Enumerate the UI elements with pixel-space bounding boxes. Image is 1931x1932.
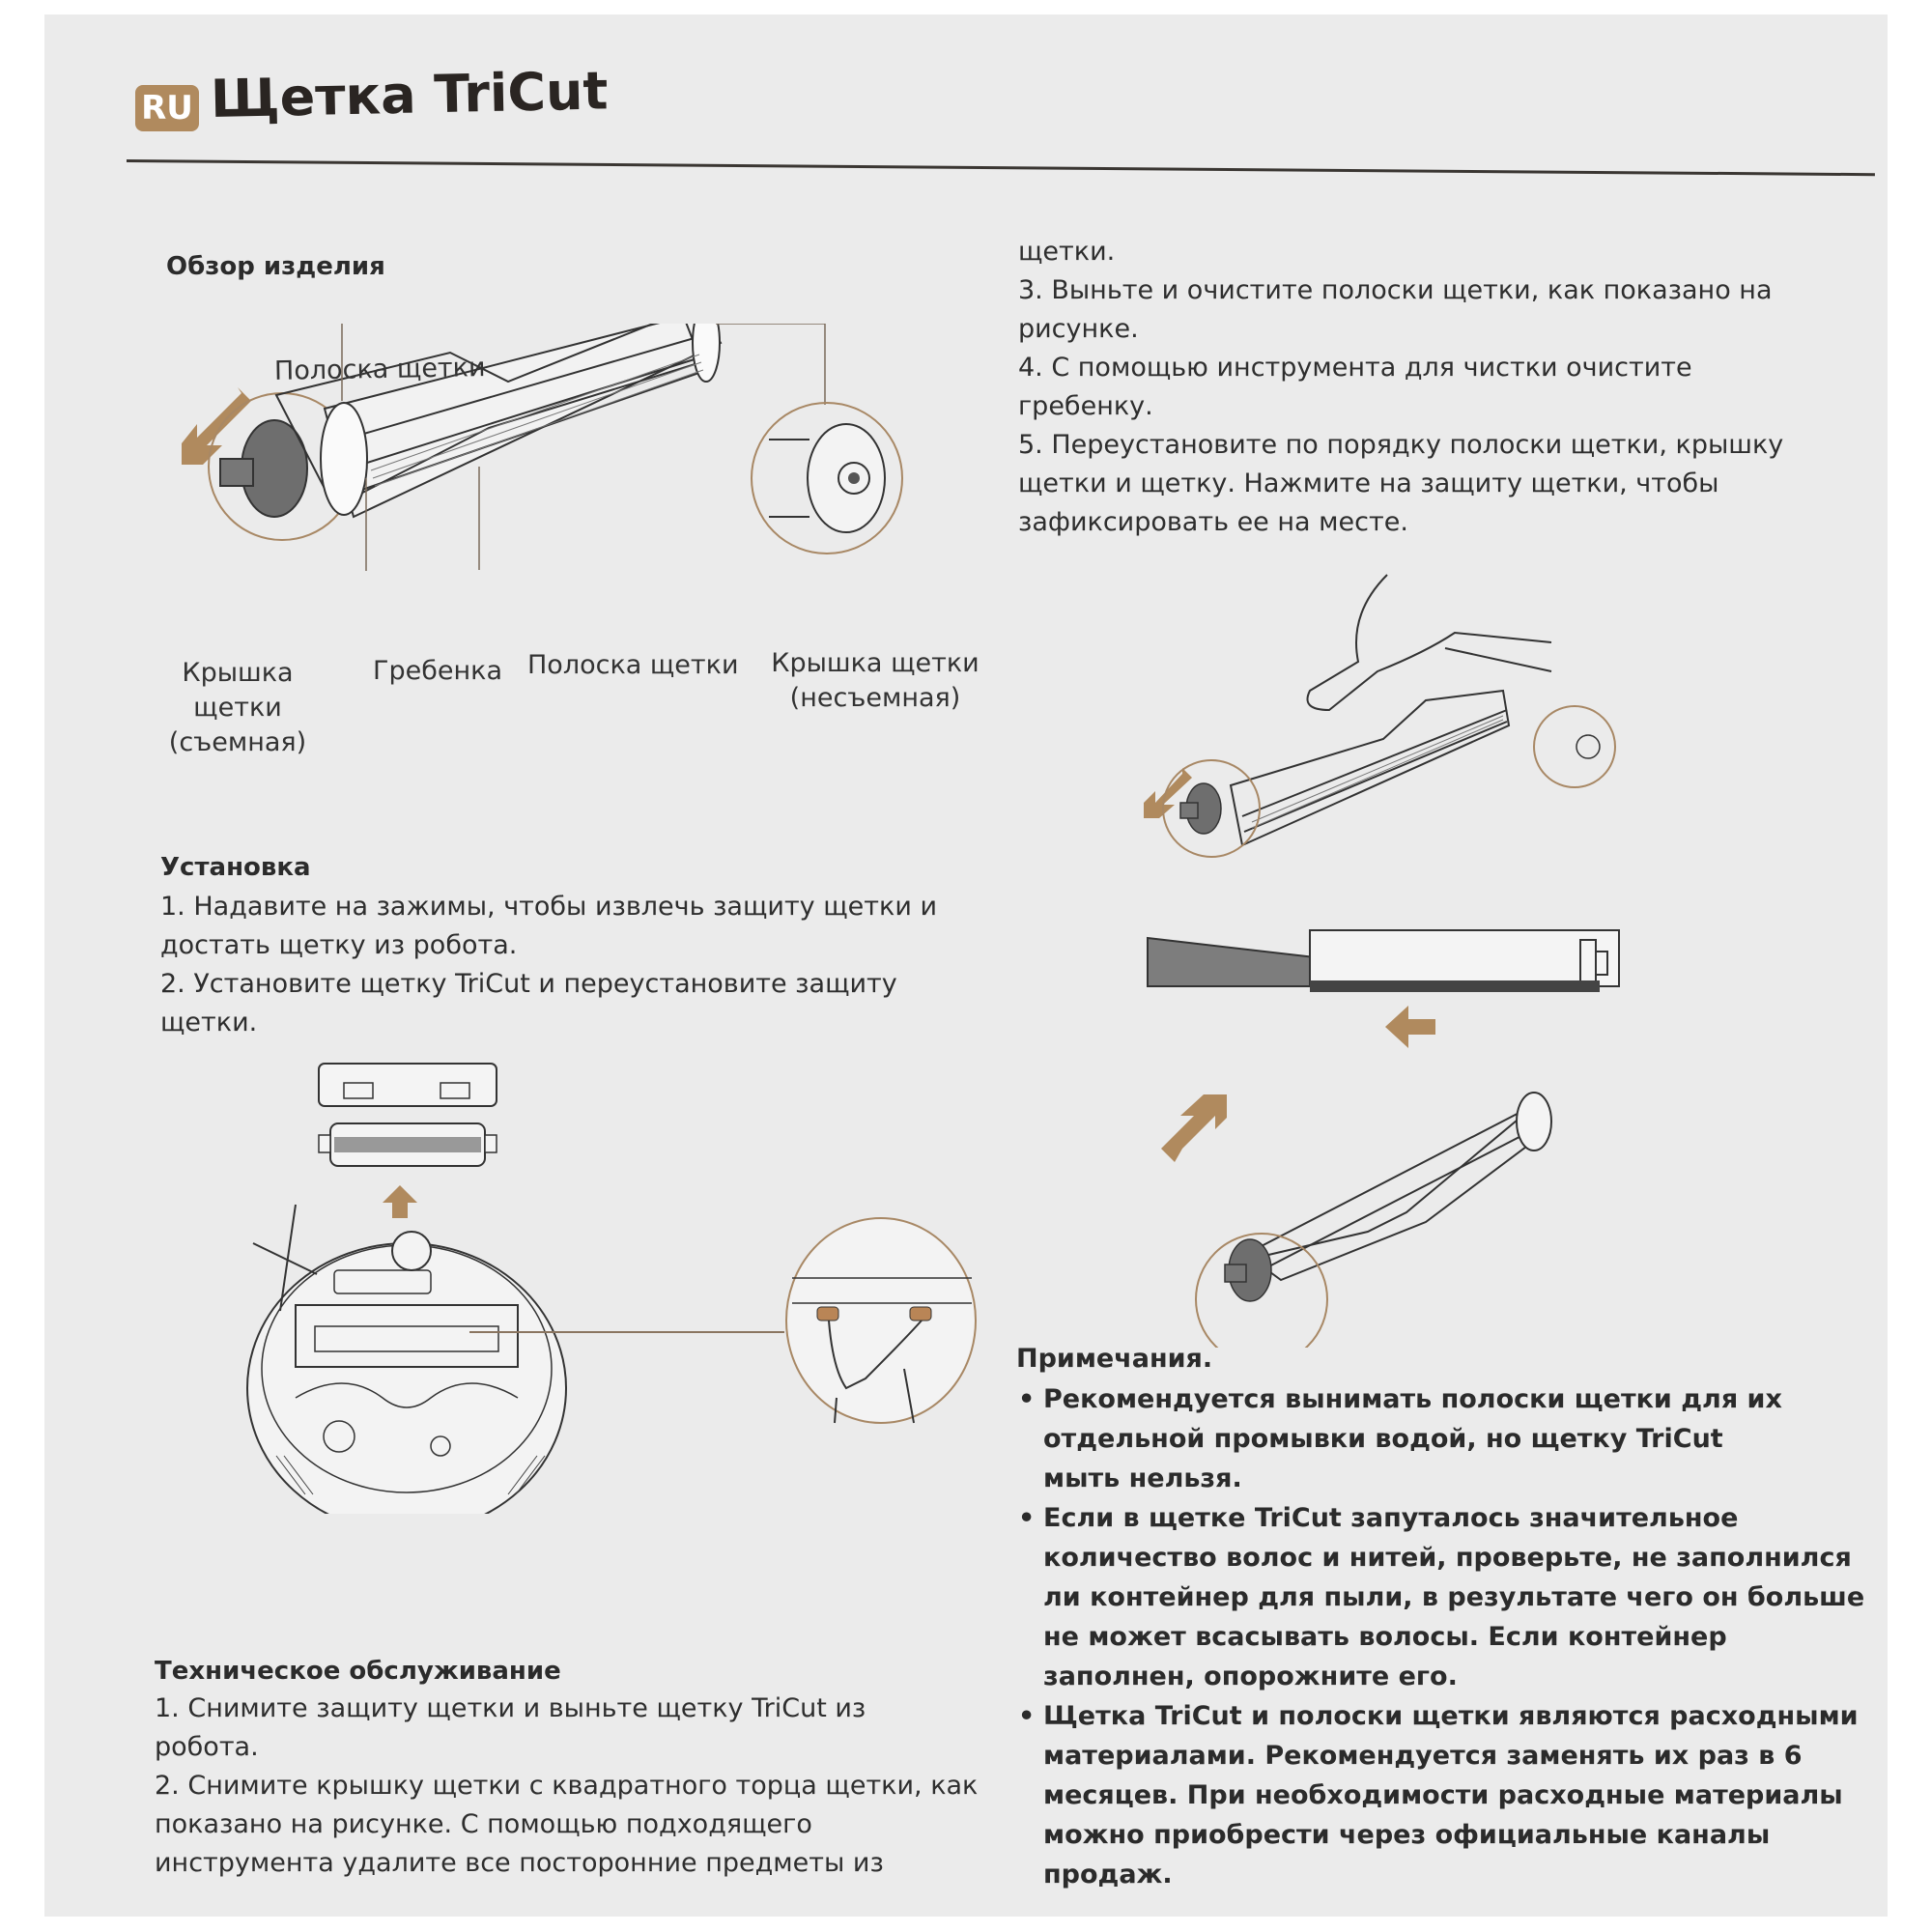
maintenance-continuation: щетки. 3. Выньте и очистите полоски щетк…	[1018, 233, 1868, 542]
label-removable-cap: Крышка щетки (съемная)	[141, 656, 334, 760]
header-divider	[126, 159, 1875, 177]
label-fixed-cap-line2: (несъемная)	[789, 683, 961, 713]
installation-step-1: 1. Надавите на зажимы, чтобы извлечь защ…	[160, 892, 938, 960]
brush-overview-diagram	[160, 324, 1030, 652]
label-removable-cap-line1: Крышка щетки	[182, 658, 294, 723]
notes-section: Примечания. Рекомендуется вынимать полос…	[1016, 1344, 1886, 1894]
note-item: Если в щетке TriCut запуталось значитель…	[1016, 1498, 1874, 1696]
maintenance-step-1: 1. Снимите защиту щетки и выньте щетку T…	[155, 1693, 866, 1762]
maintenance-step-2: 2. Снимите крышку щетки с квадратного то…	[155, 1771, 979, 1878]
arrow-up-icon	[383, 1185, 417, 1218]
note-item: Щетка TriCut и полоски щетки являются ра…	[1016, 1696, 1874, 1894]
brush-cleaning-diagram	[1136, 555, 1735, 1348]
installation-heading: Установка	[160, 853, 311, 882]
installation-step-2: 2. Установите щетку TriCut и переустанов…	[160, 969, 897, 1037]
robot-installation-diagram	[238, 1050, 991, 1514]
arrow-down-left-icon	[1144, 768, 1192, 818]
installation-section: Установка 1. Надавите на зажимы, чтобы и…	[160, 853, 1030, 1042]
maintenance-heading: Техническое обслуживание	[155, 1657, 561, 1686]
maintenance-step-5: 5. Переустановите по порядку полоски щет…	[1018, 430, 1784, 537]
maintenance-section: Техническое обслуживание 1. Снимите защи…	[155, 1657, 1024, 1883]
maintenance-step-3: 3. Выньте и очистите полоски щетки, как …	[1018, 275, 1773, 344]
notes-heading: Примечания.	[1016, 1344, 1213, 1374]
arrow-left-icon	[1385, 1006, 1435, 1048]
notes-list: Рекомендуется вынимать полоски щетки для…	[1016, 1379, 1886, 1894]
label-comb: Гребенка	[373, 656, 502, 686]
arrow-down-left-icon	[182, 387, 251, 465]
overview-heading: Обзор изделия	[166, 252, 385, 281]
manual-page: RU Щетка TriCut Обзор изделия	[44, 14, 1888, 1917]
language-badge: RU	[135, 85, 199, 131]
arrow-up-right-icon	[1161, 1094, 1227, 1162]
label-brush-strip-top: Полоска щетки	[273, 353, 486, 386]
label-removable-cap-line2: (съемная)	[168, 727, 307, 757]
note-item: Рекомендуется вынимать полоски щетки для…	[1016, 1379, 1806, 1498]
label-fixed-cap-line1: Крышка щетки	[771, 648, 980, 678]
maintenance-step-4: 4. С помощью инструмента для чистки очис…	[1018, 353, 1692, 421]
page-title: Щетка TriCut	[210, 60, 609, 129]
maintenance-cont-0: щетки.	[1018, 237, 1116, 267]
label-brush-strip-bottom: Полоска щетки	[527, 650, 739, 680]
label-fixed-cap: Крышка щетки (несъемная)	[759, 646, 991, 716]
